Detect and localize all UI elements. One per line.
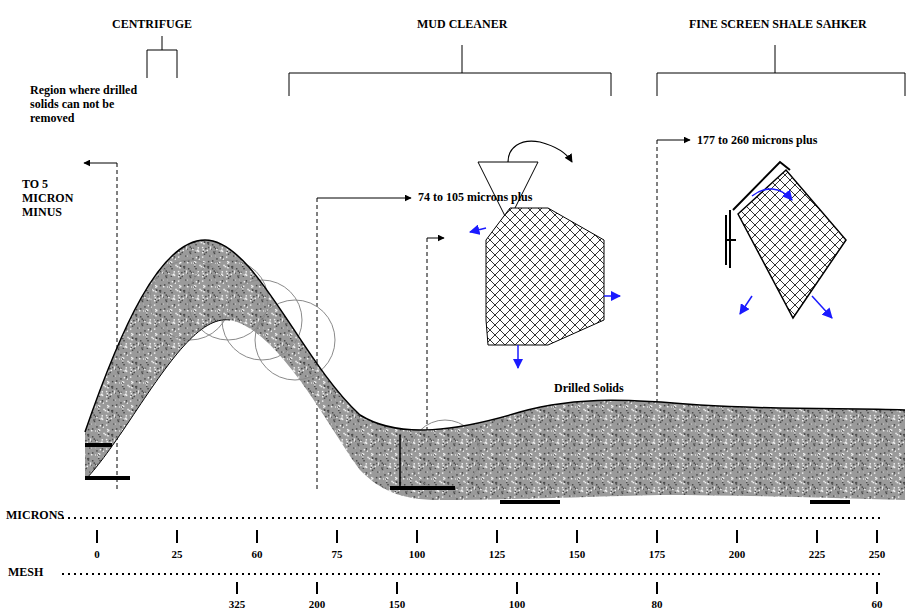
mesh-value: 80 (652, 598, 663, 611)
equipment-heading: CENTRIFUGE (112, 18, 192, 32)
micron-value: 25 (172, 548, 183, 561)
bracket (147, 36, 905, 96)
solids-circle (150, 260, 480, 490)
axis-tick (576, 530, 578, 543)
axis-tick (336, 530, 338, 543)
mesh-value: 100 (509, 598, 526, 611)
solids-outline (85, 320, 230, 480)
equipment-heading: FINE SCREEN SHALE SAHKER (689, 18, 867, 32)
axis-title: MESH (8, 566, 43, 580)
axis-tick (416, 530, 418, 543)
micron-value: 225 (809, 548, 826, 561)
shale-shaker-symbol (726, 162, 846, 318)
mesh-value: 200 (309, 598, 326, 611)
region-note: Region where drilled solids can not be r… (30, 84, 142, 125)
micron-value: 75 (332, 548, 343, 561)
axis-tick (96, 530, 98, 543)
mesh-value: 150 (389, 598, 406, 611)
axis-tick (256, 530, 258, 543)
axis-tick (656, 582, 658, 594)
axis-tick (236, 582, 238, 594)
axis-tick (516, 582, 518, 594)
axis-tick (396, 582, 398, 594)
axis-tick (656, 530, 658, 543)
micron-value: 0 (94, 548, 100, 561)
mud-cleaner-symbol (470, 141, 620, 368)
axis-tick (736, 530, 738, 543)
axis-tick (496, 530, 498, 543)
axis-tick (816, 530, 818, 543)
axis (62, 518, 882, 594)
solids-edge (85, 445, 850, 502)
axis-tick (876, 582, 878, 594)
axis-tick (876, 530, 878, 543)
micron-value: 175 (649, 548, 666, 561)
equipment-heading: MUD CLEANER (417, 18, 507, 32)
micron-value: 100 (409, 548, 426, 561)
micron-value: 200 (729, 548, 746, 561)
solids-edge (399, 435, 401, 490)
axis-tick (176, 530, 178, 543)
range-note: 74 to 105 microns plus (418, 191, 532, 205)
mesh-value: 325 (229, 598, 246, 611)
micron-value: 150 (569, 548, 586, 561)
micron-value: 250 (869, 548, 886, 561)
micron-value: 125 (489, 548, 506, 561)
axis-tick (316, 582, 318, 594)
mesh-value: 60 (872, 598, 883, 611)
axis-title: MICRONS (6, 509, 64, 523)
range-note: TO 5 MICRON MINUS (22, 178, 80, 219)
range-note: 177 to 260 microns plus (697, 134, 817, 148)
band-label: Drilled Solids (552, 382, 626, 396)
micron-value: 60 (252, 548, 263, 561)
